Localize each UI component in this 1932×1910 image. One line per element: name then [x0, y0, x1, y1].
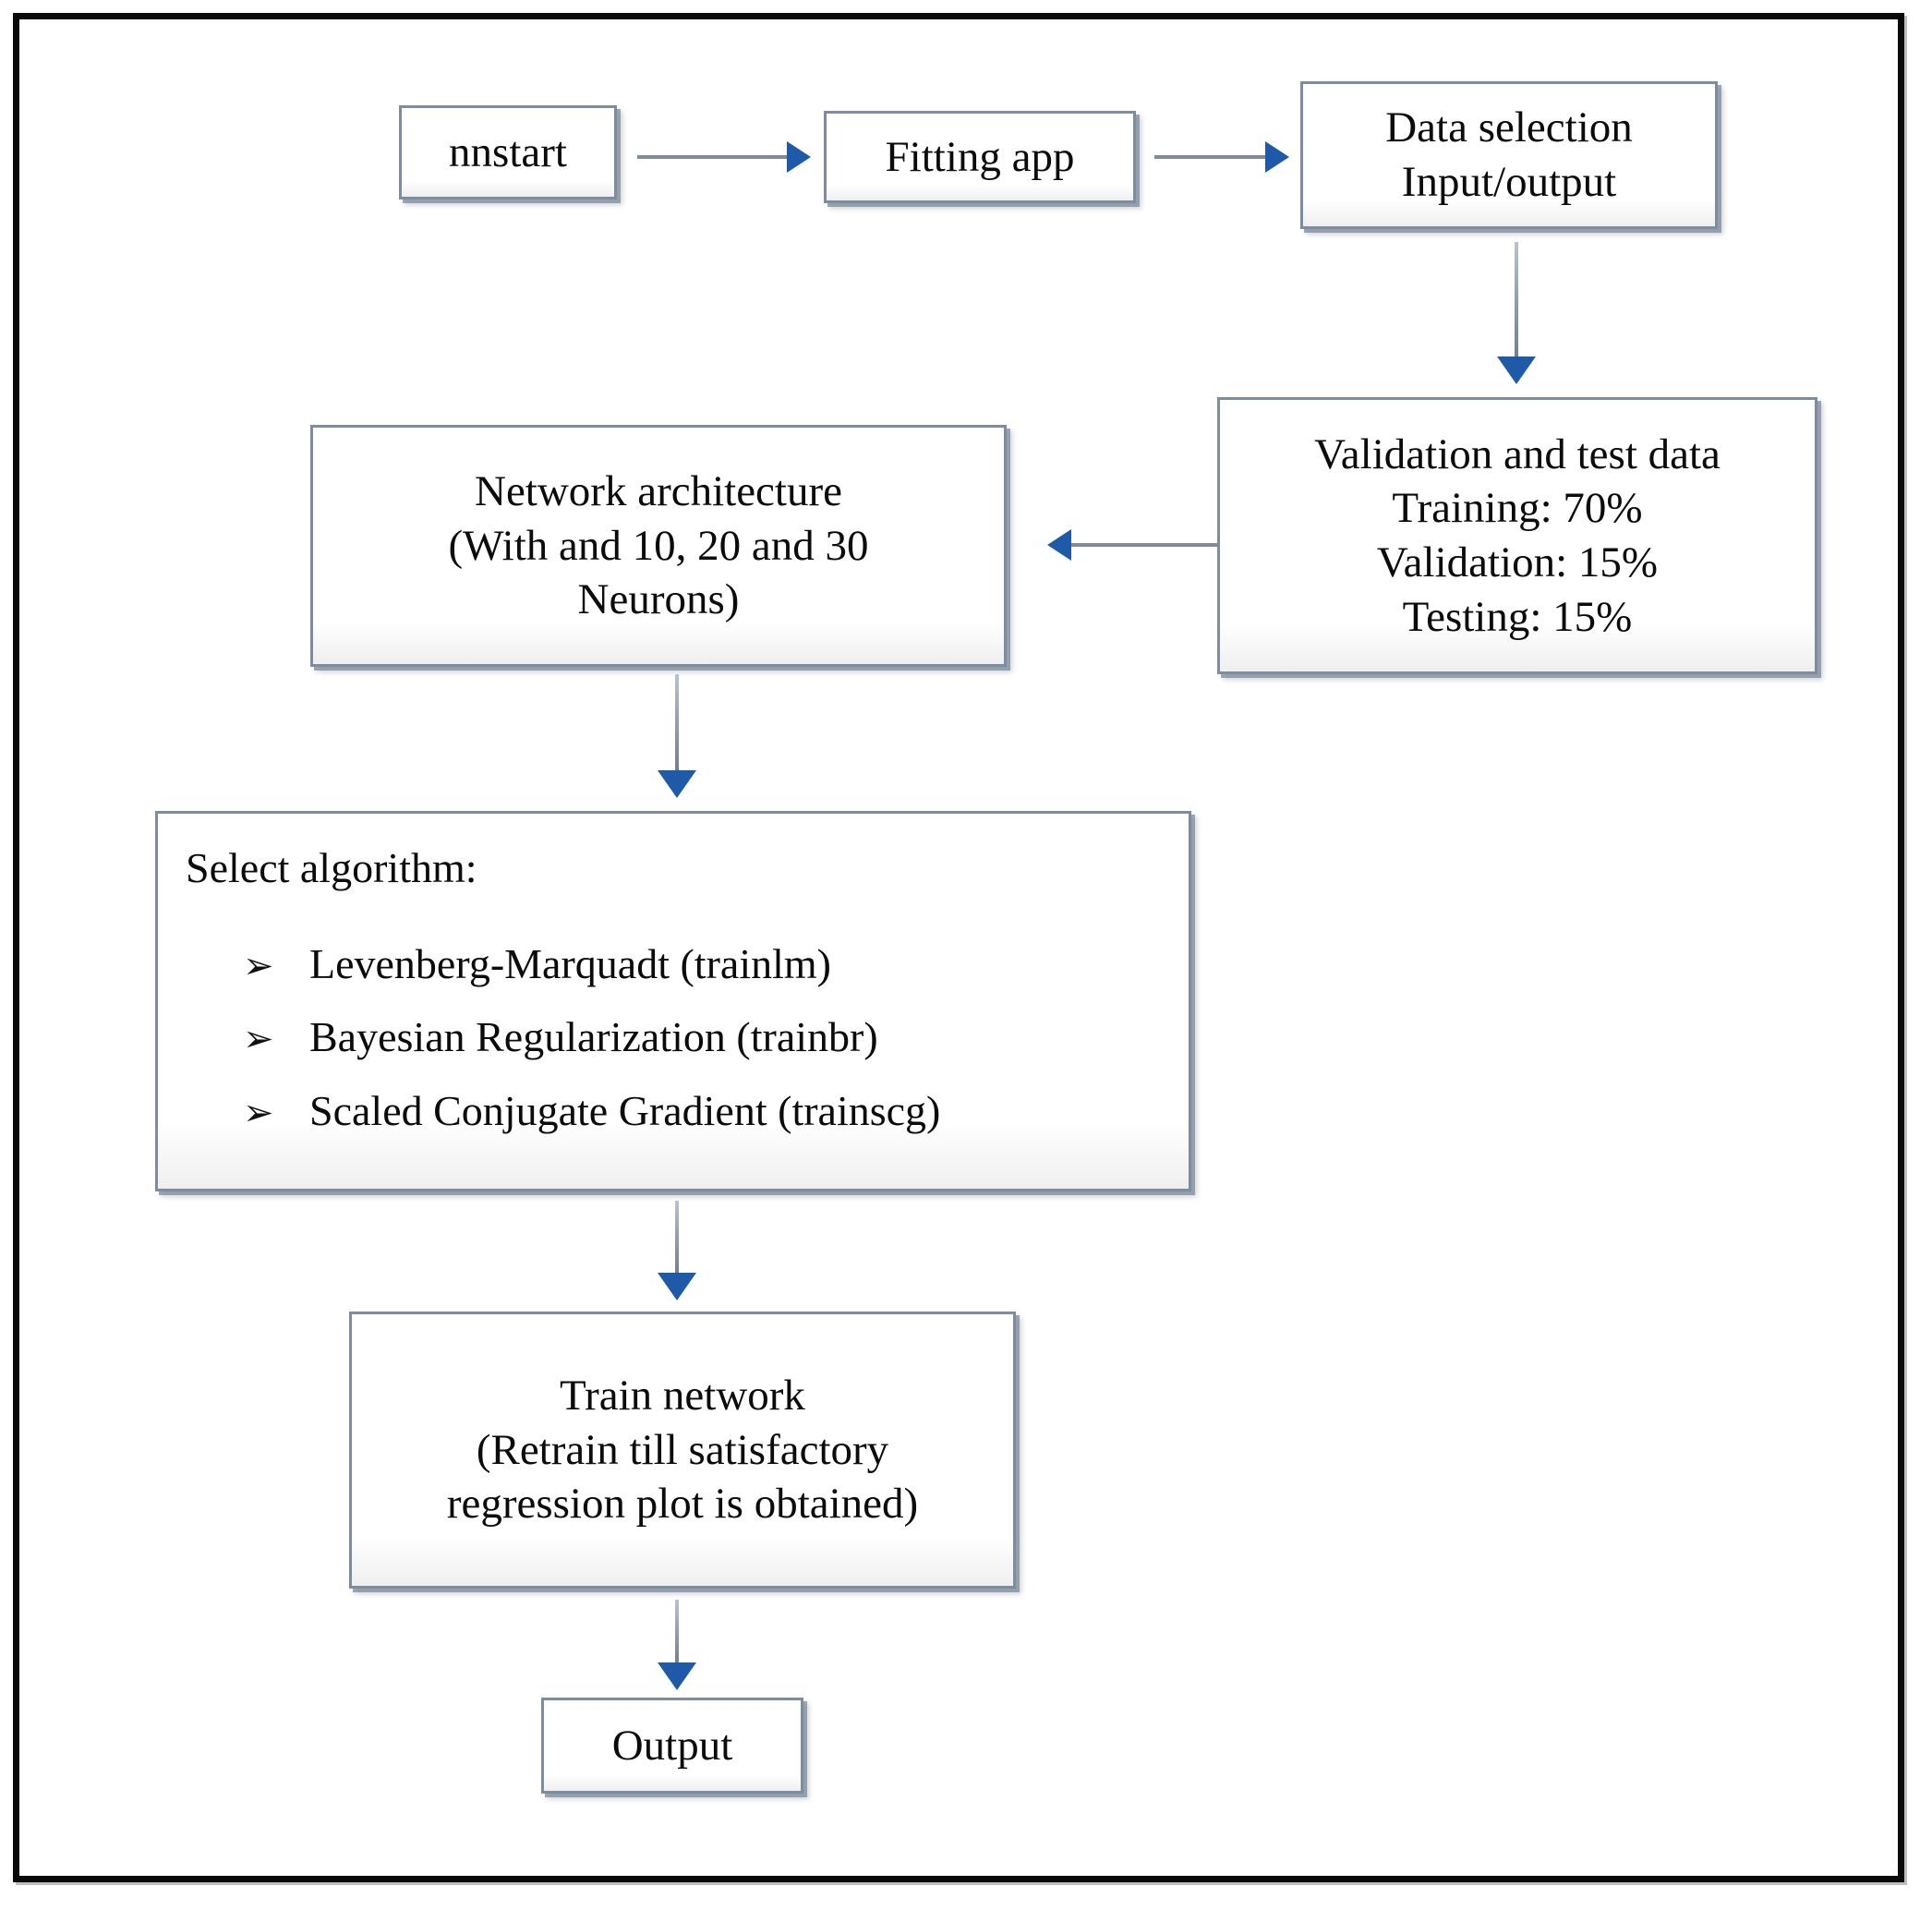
node-network-architecture: Network architecture (With and 10, 20 an…: [310, 425, 1007, 667]
node-train-network-line1: Train network: [560, 1371, 805, 1420]
node-nnstart: nnstart: [399, 105, 617, 199]
node-data-selection-line1: Data selection: [1385, 103, 1633, 152]
algorithm-label: Bayesian Regularization (trainbr): [309, 1013, 878, 1060]
node-train-network: Train network (Retrain till satisfactory…: [349, 1312, 1016, 1589]
node-validation-test-data: Validation and test data Training: 70% V…: [1217, 397, 1817, 674]
connector-line: [675, 1600, 679, 1666]
node-architecture-line3: Neurons): [577, 575, 740, 624]
connector-line: [1071, 543, 1217, 547]
node-fitting-app: Fitting app: [824, 111, 1136, 203]
node-architecture-line1: Network architecture: [475, 466, 842, 515]
arrow-right-icon: [1265, 141, 1289, 173]
list-item: ➢ Levenberg-Marquadt (trainlm): [186, 937, 1189, 991]
node-validation-testing-split: Testing: 15%: [1402, 592, 1633, 641]
arrow-down-icon: [658, 770, 696, 798]
connector-line: [1515, 242, 1518, 360]
algorithm-label: Scaled Conjugate Gradient (trainscg): [309, 1086, 941, 1134]
node-select-algorithm: Select algorithm: ➢ Levenberg-Marquadt (…: [155, 811, 1191, 1191]
arrow-left-icon: [1047, 529, 1071, 561]
node-output-label: Output: [611, 1721, 733, 1770]
node-validation-line1: Validation and test data: [1314, 429, 1721, 478]
node-data-selection-line2: Input/output: [1401, 158, 1617, 206]
connector-line: [1154, 155, 1269, 159]
connector-line: [637, 155, 791, 159]
node-train-network-line2: (Retrain till satisfactory: [476, 1425, 889, 1474]
arrow-right-icon: [787, 141, 811, 173]
select-algorithm-heading: Select algorithm:: [186, 844, 477, 891]
algorithm-list: ➢ Levenberg-Marquadt (trainlm) ➢ Bayesia…: [186, 937, 1189, 1138]
arrow-down-icon: [658, 1273, 696, 1300]
node-data-selection: Data selection Input/output: [1300, 81, 1718, 229]
list-item: ➢ Scaled Conjugate Gradient (trainscg): [186, 1084, 1189, 1138]
arrow-bullet-icon: ➢: [243, 944, 274, 986]
node-validation-training-split: Training: 70%: [1392, 484, 1643, 533]
arrow-down-icon: [1497, 357, 1536, 384]
node-nnstart-label: nnstart: [449, 127, 567, 176]
list-item: ➢ Bayesian Regularization (trainbr): [186, 1010, 1189, 1064]
node-train-network-line3: regression plot is obtained): [446, 1480, 919, 1529]
arrow-bullet-icon: ➢: [243, 1091, 274, 1133]
algorithm-label: Levenberg-Marquadt (trainlm): [309, 939, 831, 987]
node-output: Output: [541, 1698, 803, 1794]
node-fitting-app-label: Fitting app: [885, 132, 1075, 181]
connector-line: [675, 1201, 679, 1276]
node-architecture-line2: (With and 10, 20 and 30: [448, 521, 869, 570]
connector-line: [675, 674, 679, 774]
arrow-down-icon: [658, 1662, 696, 1690]
node-validation-validation-split: Validation: 15%: [1376, 538, 1659, 586]
arrow-bullet-icon: ➢: [243, 1018, 274, 1059]
